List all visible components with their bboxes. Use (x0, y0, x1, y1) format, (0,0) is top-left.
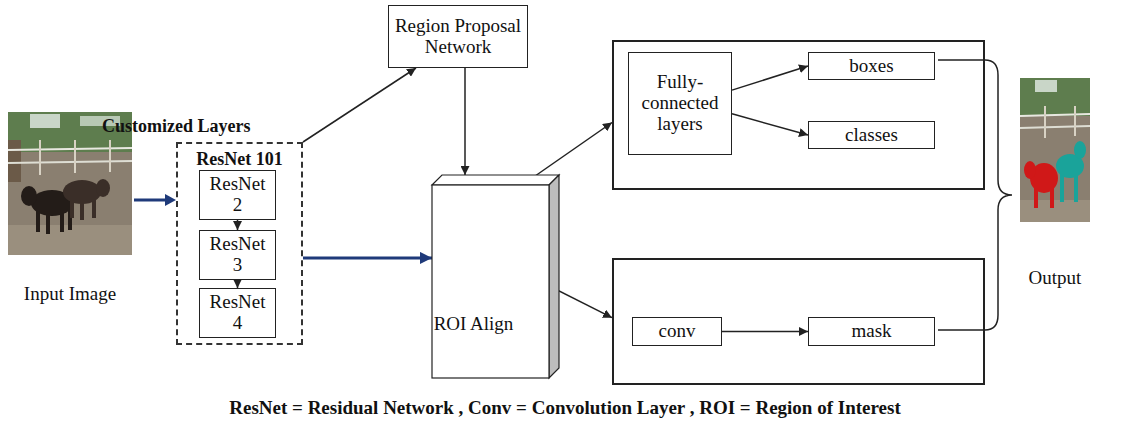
roi-align-shape (432, 175, 559, 378)
output-box: classes (808, 121, 935, 150)
abbreviation-caption: ResNet = Residual Network , Conv = Convo… (0, 398, 1130, 419)
arrow-connector (722, 331, 808, 333)
arrow-connector (303, 256, 432, 259)
image-label: Input Image (24, 284, 116, 305)
roi-front-face (432, 185, 549, 378)
mask-group-box: conv mask (612, 258, 985, 385)
merge-brace (938, 60, 1012, 330)
arrow-connector (732, 66, 808, 90)
customized-layers-box: ResNet 2ResNet 3ResNet 4Customized Layer… (176, 142, 303, 345)
mask-box: mask (808, 317, 935, 346)
box-label: boxes (849, 56, 893, 77)
arrow-connector (464, 68, 466, 175)
box-label: classes (845, 125, 898, 146)
roi-align-block: ROI Align (432, 175, 515, 300)
arrow-connector (237, 280, 239, 288)
box-label: Fully-connected layers (632, 72, 728, 135)
backbone-title: ResNet 101 (178, 150, 301, 170)
conv-box: conv (632, 317, 722, 346)
roi-side-face (549, 175, 559, 378)
arrow-connector (303, 68, 416, 142)
box-label: ROI Align (434, 314, 514, 335)
box-label: mask (851, 321, 891, 342)
fc-box: Fully-connected layers (628, 52, 732, 155)
arrow-connector (237, 220, 239, 230)
resnet-block: ResNet 4 (199, 288, 276, 338)
box-label: ResNet 3 (203, 234, 272, 276)
group-heading: Customized Layers (102, 117, 250, 137)
region-proposal-box: Region Proposal Network (388, 5, 528, 68)
resnet-block: ResNet 3 (199, 230, 276, 280)
input-arrow (134, 194, 176, 206)
roi-top-face (432, 175, 559, 185)
arrow-connector (732, 114, 808, 135)
box-label: ResNet 2 (203, 174, 272, 216)
output-box: boxes (808, 52, 935, 81)
head-group-box: Fully-connected layers boxes classes (612, 40, 985, 190)
box-label: Region Proposal Network (392, 16, 524, 58)
box-label: conv (659, 321, 696, 342)
box-label: ResNet 4 (203, 292, 272, 334)
resnet-block: ResNet 2 (199, 170, 276, 220)
output-photo (1020, 78, 1090, 222)
image-label: Output (1029, 268, 1082, 289)
